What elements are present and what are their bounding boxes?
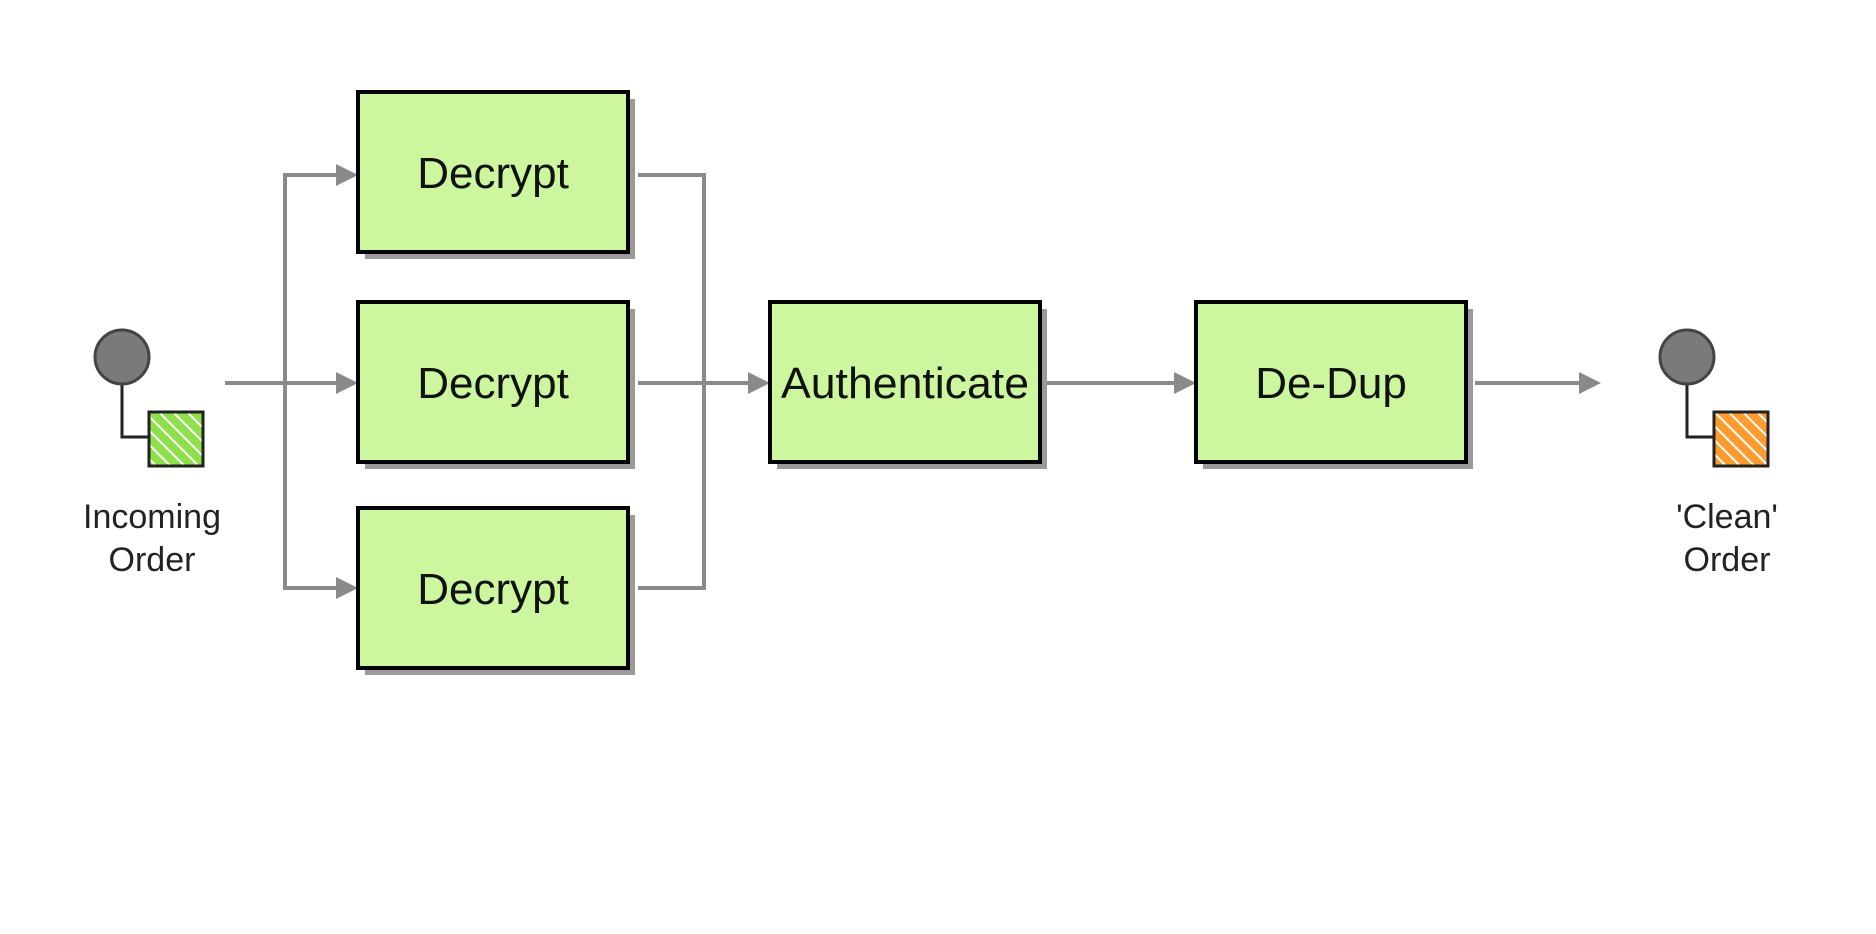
connectors (225, 164, 1601, 599)
endpoint-label-line2: Order (109, 541, 196, 579)
processor-label: Authenticate (781, 359, 1029, 408)
processor-decrypt-3: Decrypt (356, 506, 635, 675)
message-channel-icon (147, 410, 205, 468)
endpoint-clean-order: 'Clean' Order (1658, 328, 1778, 579)
processor-label: Decrypt (417, 565, 569, 614)
processor-label: De-Dup (1255, 359, 1407, 408)
processor-box (356, 506, 630, 670)
processor-decrypt-1: Decrypt (356, 90, 635, 259)
arrowhead-decrypt-2 (336, 372, 358, 394)
endpoint-label-line1: 'Clean' (1676, 498, 1778, 536)
endpoint-stem (120, 383, 150, 439)
endpoint-incoming-order: Incoming Order (83, 328, 221, 579)
processor-box (356, 300, 630, 464)
arrowhead-decrypt-1 (336, 164, 358, 186)
endpoint-label-line1: Incoming (83, 498, 221, 536)
processor-decrypt-2: Decrypt (356, 300, 635, 469)
processor-box (1194, 300, 1468, 464)
processor-label: Decrypt (417, 149, 569, 198)
processor-dedup: De-Dup (1194, 300, 1473, 469)
arrowhead-authenticate (748, 372, 770, 394)
message-source-icon (1658, 328, 1716, 386)
processor-box (768, 300, 1042, 464)
processor-authenticate: Authenticate (768, 300, 1047, 469)
endpoint-label-line2: Order (1684, 541, 1771, 579)
processor-label: Decrypt (417, 359, 569, 408)
message-channel-icon (1712, 410, 1770, 468)
arrowhead-dedup (1174, 372, 1196, 394)
processor-box (356, 90, 630, 254)
arrowhead-decrypt-3 (336, 577, 358, 599)
endpoint-stem (1685, 383, 1715, 439)
arrowhead-outgoing (1579, 372, 1601, 394)
message-source-icon (93, 328, 151, 386)
